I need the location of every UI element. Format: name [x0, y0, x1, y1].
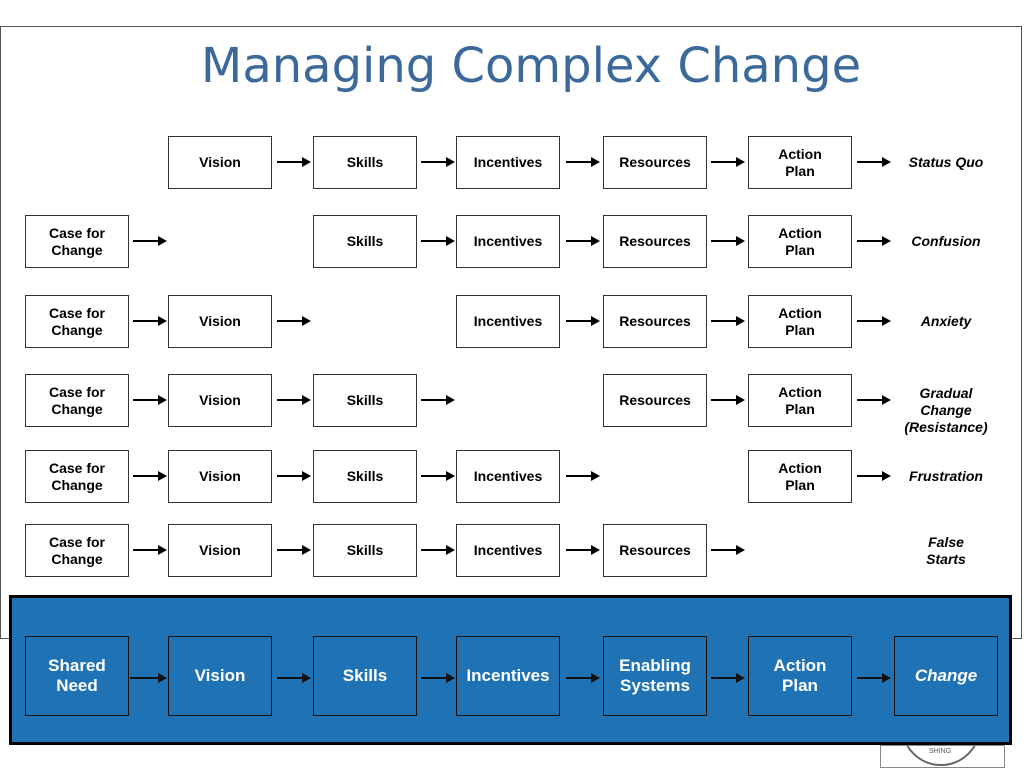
row1-skills-box: Skills — [313, 136, 417, 189]
row3-resources-box: Resources — [603, 295, 707, 348]
row3-incentives-box: Incentives — [456, 295, 560, 348]
arrow — [857, 316, 891, 326]
summary-vision-box: Vision — [168, 636, 272, 716]
arrow — [857, 236, 891, 246]
arrow — [421, 157, 455, 167]
row6-outcome: False Starts — [926, 533, 966, 567]
summary-incentives-box: Incentives — [456, 636, 560, 716]
row2-incentives-box: Incentives — [456, 215, 560, 268]
arrow — [711, 395, 745, 405]
arrow — [711, 545, 745, 555]
arrow — [421, 673, 455, 683]
summary-change-box: Change — [894, 636, 998, 716]
row6-case-for-change-box: Case for Change — [25, 524, 129, 577]
row2-action-plan-box: Action Plan — [748, 215, 852, 268]
arrow — [711, 236, 745, 246]
row5-incentives-box: Incentives — [456, 450, 560, 503]
arrow — [857, 471, 891, 481]
summary-enabling-systems-box: Enabling Systems — [603, 636, 707, 716]
row6-resources-box: Resources — [603, 524, 707, 577]
summary-action-plan-box: Action Plan — [748, 636, 852, 716]
row4-action-plan-box: Action Plan — [748, 374, 852, 427]
row1-outcome: Status Quo — [908, 154, 984, 170]
arrow — [566, 673, 600, 683]
summary-skills-box: Skills — [313, 636, 417, 716]
row1-action-plan-box: Action Plan — [748, 136, 852, 189]
slide-title: Managing Complex Change — [200, 38, 862, 94]
arrow — [566, 157, 600, 167]
arrow — [857, 395, 891, 405]
arrow — [277, 157, 311, 167]
row2-skills-box: Skills — [313, 215, 417, 268]
arrow — [711, 673, 745, 683]
arrow — [566, 545, 600, 555]
arrow — [277, 471, 311, 481]
row5-vision-box: Vision — [168, 450, 272, 503]
row6-incentives-box: Incentives — [456, 524, 560, 577]
arrow — [133, 545, 167, 555]
arrow — [421, 236, 455, 246]
seal-logo: SHING — [880, 745, 1005, 768]
arrow — [566, 471, 600, 481]
row6-vision-box: Vision — [168, 524, 272, 577]
arrow — [133, 471, 167, 481]
summary-panel — [9, 595, 1012, 745]
arrow — [421, 395, 455, 405]
row6-skills-box: Skills — [313, 524, 417, 577]
summary-shared-need-box: Shared Need — [25, 636, 129, 716]
row3-outcome: Anxiety — [920, 313, 972, 329]
row2-resources-box: Resources — [603, 215, 707, 268]
row5-action-plan-box: Action Plan — [748, 450, 852, 503]
row4-skills-box: Skills — [313, 374, 417, 427]
arrow — [421, 471, 455, 481]
row1-resources-box: Resources — [603, 136, 707, 189]
arrow — [711, 316, 745, 326]
row3-vision-box: Vision — [168, 295, 272, 348]
row3-action-plan-box: Action Plan — [748, 295, 852, 348]
row5-case-for-change-box: Case for Change — [25, 450, 129, 503]
row1-vision-box: Vision — [168, 136, 272, 189]
row1-incentives-box: Incentives — [456, 136, 560, 189]
arrow — [566, 316, 600, 326]
row2-case-for-change-box: Case for Change — [25, 215, 129, 268]
arrow — [133, 316, 167, 326]
arrow — [277, 316, 311, 326]
arrow — [133, 236, 167, 246]
arrow — [566, 236, 600, 246]
row4-resources-box: Resources — [603, 374, 707, 427]
arrow — [711, 157, 745, 167]
arrow — [857, 157, 891, 167]
row4-vision-box: Vision — [168, 374, 272, 427]
row4-outcome: Gradual Change (Resistance) — [904, 384, 988, 435]
arrow — [130, 673, 167, 683]
row3-case-for-change-box: Case for Change — [25, 295, 129, 348]
arrow — [421, 545, 455, 555]
row2-outcome: Confusion — [911, 233, 981, 249]
row5-outcome: Frustration — [909, 468, 983, 484]
arrow — [277, 395, 311, 405]
arrow — [857, 673, 891, 683]
arrow — [277, 545, 311, 555]
arrow — [277, 673, 311, 683]
row5-skills-box: Skills — [313, 450, 417, 503]
arrow — [133, 395, 167, 405]
row4-case-for-change-box: Case for Change — [25, 374, 129, 427]
